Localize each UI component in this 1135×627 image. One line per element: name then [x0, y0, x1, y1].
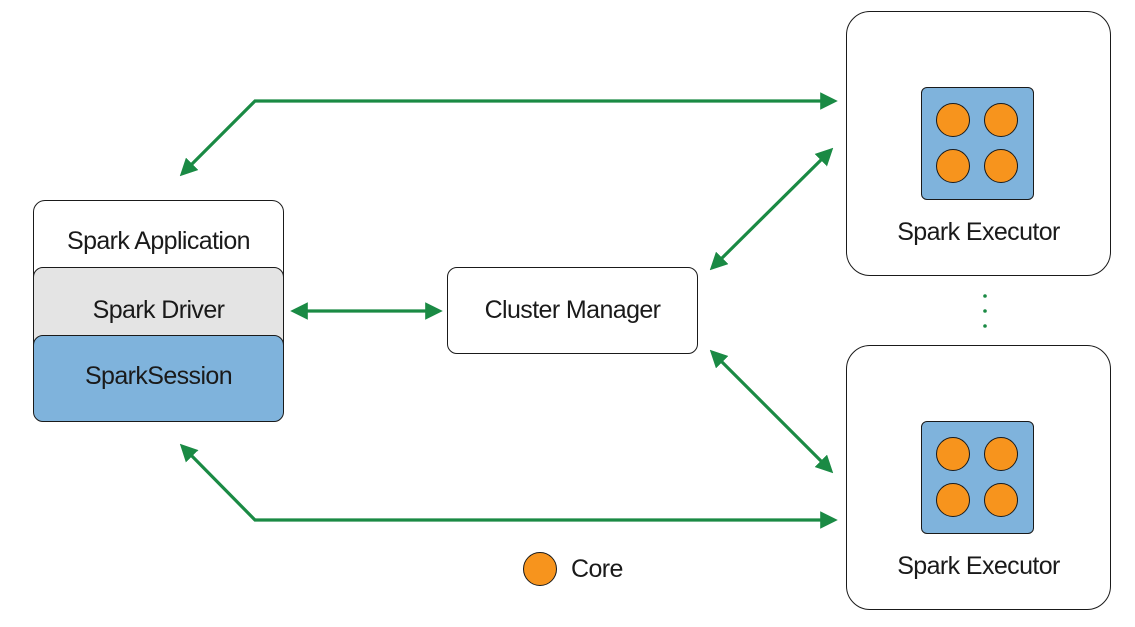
arrow-app-to-executor-bottom	[179, 443, 838, 529]
spark-executor-box: Spark Executor	[846, 345, 1111, 610]
arrow-app-to-executor-top	[179, 92, 838, 177]
core-circle-icon	[936, 149, 970, 183]
spark-application-stack: Spark Application Spark Driver SparkSess…	[33, 200, 284, 422]
cluster-manager-label: Cluster Manager	[484, 296, 661, 324]
core-circle-icon	[936, 437, 970, 471]
core-circle-icon	[936, 103, 970, 137]
executor-cores	[921, 421, 1034, 534]
legend-core-icon	[523, 552, 557, 586]
spark-executor-label: Spark Executor	[897, 218, 1060, 246]
legend-core-label: Core	[571, 555, 623, 583]
core-circle-icon	[984, 483, 1018, 517]
core-circle-icon	[984, 103, 1018, 137]
ellipsis-dots	[983, 294, 987, 328]
cluster-manager-box: Cluster Manager	[447, 267, 698, 354]
spark-session-label: SparkSession	[84, 362, 233, 390]
spark-application-label: Spark Application	[67, 227, 251, 255]
core-circle-icon	[984, 437, 1018, 471]
core-circle-icon	[984, 149, 1018, 183]
arrow-cluster-executor-top	[709, 147, 834, 271]
core-circle-icon	[936, 483, 970, 517]
spark-executor-label: Spark Executor	[897, 552, 1060, 580]
executor-cores	[921, 87, 1034, 200]
arrow-cluster-executor-bottom	[709, 349, 834, 474]
spark-driver-label: Spark Driver	[92, 296, 225, 324]
spark-session-box: SparkSession	[33, 335, 284, 422]
spark-executor-box: Spark Executor	[846, 11, 1111, 276]
